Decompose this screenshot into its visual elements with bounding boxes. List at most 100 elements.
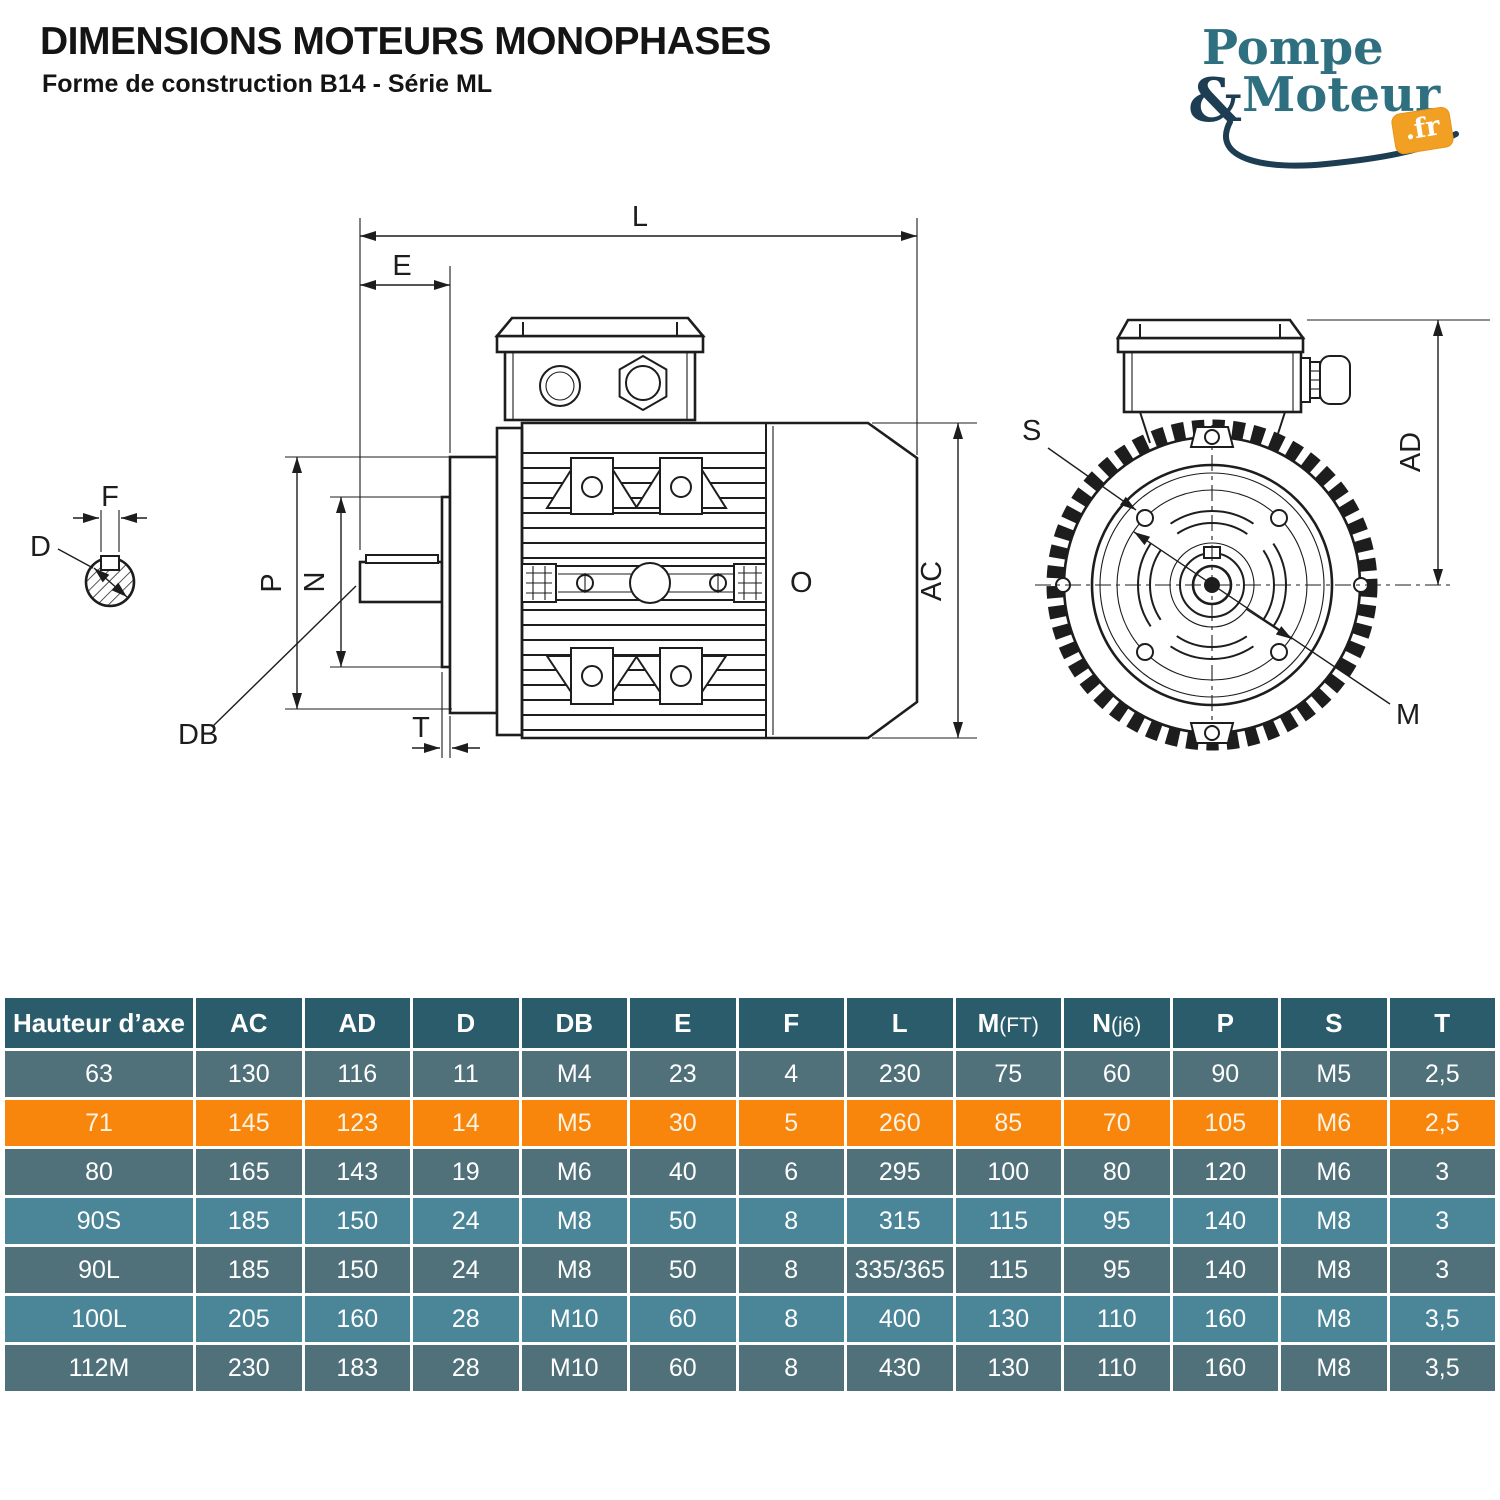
col-header-e: E bbox=[627, 995, 739, 1051]
dimension-cell: 6 bbox=[735, 1146, 847, 1198]
fixing-hole bbox=[1136, 643, 1154, 661]
dimension-cell: M6 bbox=[1278, 1146, 1390, 1198]
col-header-f: F bbox=[735, 995, 847, 1051]
dim-label-S: S bbox=[1022, 415, 1041, 447]
bottom-boss bbox=[1189, 722, 1235, 744]
brand-logo[interactable]: Pompe &Moteur .fr bbox=[1160, 18, 1470, 178]
row-header-cell: 80 bbox=[2, 1146, 196, 1198]
col-header-l: L bbox=[844, 995, 956, 1051]
front-keyway bbox=[1203, 546, 1221, 559]
dimension-cell: 315 bbox=[844, 1195, 956, 1247]
dimension-cell: 100 bbox=[952, 1146, 1064, 1198]
dimension-cell: 115 bbox=[952, 1195, 1064, 1247]
row-header-cell: 63 bbox=[2, 1048, 196, 1100]
logo-fr-badge: .fr bbox=[1389, 105, 1455, 156]
rail-center-hole bbox=[629, 562, 671, 604]
dimension-cell: 130 bbox=[193, 1048, 305, 1100]
dimension-cell: 3 bbox=[1386, 1244, 1498, 1296]
dimension-cell: 116 bbox=[301, 1048, 413, 1100]
col-header-db: DB bbox=[518, 995, 630, 1051]
tie-rod-rail bbox=[521, 565, 767, 601]
dimension-cell: M6 bbox=[518, 1146, 630, 1198]
dimension-cell: 150 bbox=[301, 1244, 413, 1296]
dimension-cell: 14 bbox=[410, 1097, 522, 1149]
terminal-box-side bbox=[494, 316, 706, 422]
shaft-end bbox=[1191, 564, 1233, 606]
dimension-cell: 11 bbox=[410, 1048, 522, 1100]
dimension-cell: 123 bbox=[301, 1097, 413, 1149]
dimension-cell: M8 bbox=[1278, 1342, 1390, 1394]
dimension-cell: 400 bbox=[844, 1293, 956, 1345]
dimension-cell: M8 bbox=[518, 1195, 630, 1247]
dimension-cell: 28 bbox=[410, 1293, 522, 1345]
front-housing bbox=[495, 426, 524, 737]
col-header-d: D bbox=[410, 995, 522, 1051]
flange-outline bbox=[1090, 463, 1334, 707]
dimension-cell: 60 bbox=[627, 1293, 739, 1345]
cable-gland bbox=[1300, 355, 1351, 405]
dimension-cell: 70 bbox=[1061, 1097, 1173, 1149]
dimension-cell: 105 bbox=[1169, 1097, 1281, 1149]
dimension-cell: 230 bbox=[193, 1342, 305, 1394]
mounting-lugs bbox=[545, 457, 728, 705]
dimension-cell: 85 bbox=[952, 1097, 1064, 1149]
dimension-cell: 160 bbox=[1169, 1342, 1281, 1394]
col-header-m: M(FT) bbox=[952, 995, 1064, 1051]
dimension-cell: 8 bbox=[735, 1342, 847, 1394]
dimension-cell: 110 bbox=[1061, 1342, 1173, 1394]
shaft bbox=[358, 560, 444, 604]
dimension-cell: 5 bbox=[735, 1097, 847, 1149]
motor-frame bbox=[520, 421, 919, 740]
dim-label-N: N bbox=[299, 572, 331, 593]
dimension-cell: 183 bbox=[301, 1342, 413, 1394]
dimension-cell: 4 bbox=[735, 1048, 847, 1100]
dimension-cell: 3,5 bbox=[1386, 1293, 1498, 1345]
dimension-cell: 120 bbox=[1169, 1146, 1281, 1198]
dim-label-T: T bbox=[412, 712, 430, 744]
dimension-cell: 430 bbox=[844, 1342, 956, 1394]
dimension-cell: 3 bbox=[1386, 1195, 1498, 1247]
dimension-cell: 205 bbox=[193, 1293, 305, 1345]
cable-entry-hex bbox=[618, 354, 668, 412]
front-view: S AD M bbox=[1022, 318, 1490, 752]
shaft-key bbox=[365, 554, 439, 564]
end-bell-mark: O bbox=[790, 567, 813, 599]
dim-label-E: E bbox=[392, 250, 411, 282]
dimension-cell: 50 bbox=[627, 1195, 739, 1247]
dimension-cell: 110 bbox=[1061, 1293, 1173, 1345]
fixing-hole bbox=[1270, 643, 1288, 661]
dimension-cell: 260 bbox=[844, 1097, 956, 1149]
dimension-cell: 95 bbox=[1061, 1195, 1173, 1247]
dimension-cell: 30 bbox=[627, 1097, 739, 1149]
dim-label-F: F bbox=[101, 481, 119, 513]
row-header-cell: 90L bbox=[2, 1244, 196, 1296]
dimension-cell: M10 bbox=[518, 1342, 630, 1394]
col-header-ac: AC bbox=[193, 995, 305, 1051]
dim-label-P: P bbox=[256, 573, 288, 592]
dimension-cell: 335/365 bbox=[844, 1244, 956, 1296]
dimension-cell: M8 bbox=[1278, 1293, 1390, 1345]
dimension-cell: 8 bbox=[735, 1293, 847, 1345]
dim-label-AC: AC bbox=[916, 561, 948, 601]
dimension-cell: 24 bbox=[410, 1195, 522, 1247]
dimension-cell: 2,5 bbox=[1386, 1097, 1498, 1149]
dimension-cell: 95 bbox=[1061, 1244, 1173, 1296]
dimension-cell: 160 bbox=[301, 1293, 413, 1345]
dimension-cell: 185 bbox=[193, 1244, 305, 1296]
dimension-cell: 145 bbox=[193, 1097, 305, 1149]
dimension-cell: 165 bbox=[193, 1146, 305, 1198]
logo-ampersand: & bbox=[1188, 66, 1243, 136]
row-header-cell: 90S bbox=[2, 1195, 196, 1247]
terminal-box-front bbox=[1115, 318, 1351, 444]
side-view: O L E P N DB bbox=[178, 201, 977, 758]
dimension-cell: M5 bbox=[1278, 1048, 1390, 1100]
